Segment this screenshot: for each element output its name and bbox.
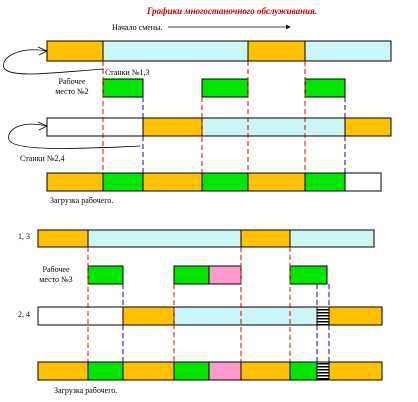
segment-manual xyxy=(122,306,175,326)
segment-manual xyxy=(142,117,203,137)
segment-worker xyxy=(304,78,346,98)
segment-idle xyxy=(344,172,382,192)
segment-auto xyxy=(201,117,346,137)
segment-manual xyxy=(240,229,291,248)
pointer-curve xyxy=(8,123,141,149)
segment-worker xyxy=(102,78,144,98)
workplace-3-label-line2: место №3 xyxy=(39,275,72,284)
segment-wait-hatched xyxy=(316,306,330,326)
chart-title: Графики многостаночного обслуживания. xyxy=(146,6,317,16)
top-red-dividers xyxy=(102,61,306,173)
shift-start-label: Начало смены. xyxy=(112,23,162,32)
bottom-blue-dividers xyxy=(122,284,330,362)
segment-auto xyxy=(102,40,249,62)
segment-manual xyxy=(240,361,291,381)
segment-auto xyxy=(87,229,242,248)
worker-load-label-2: Загрузка рабочего. xyxy=(54,386,117,395)
machines-2-4-bar xyxy=(46,117,392,137)
pointer-arrowhead xyxy=(37,121,48,131)
segment-auto xyxy=(289,229,375,248)
segment-manual xyxy=(142,172,203,192)
segment-manual xyxy=(122,361,175,381)
workplace-3-label-line1: Рабочее xyxy=(43,265,70,274)
segment-manual xyxy=(247,40,306,62)
workplace-3-bar xyxy=(87,265,328,285)
segment-manual xyxy=(37,361,89,381)
row-2-4-bar xyxy=(37,306,383,326)
segment-manual xyxy=(37,229,89,248)
segment-manual xyxy=(344,117,392,137)
pointer-arrowhead xyxy=(37,46,48,56)
row-1-3-bar xyxy=(37,229,375,248)
segment-worker xyxy=(173,361,210,381)
segment-worker xyxy=(304,172,346,192)
segment-idle xyxy=(46,117,144,137)
segment-auto xyxy=(304,40,392,62)
segment-worker xyxy=(173,265,210,285)
row-2-4-label: 2, 4 xyxy=(18,310,30,319)
segment-worker xyxy=(289,265,328,285)
segment-extra xyxy=(208,265,242,285)
segment-idle xyxy=(37,306,124,326)
segment-manual xyxy=(46,172,104,192)
segment-worker xyxy=(87,265,124,285)
pointer-curve xyxy=(3,49,105,75)
segment-worker xyxy=(201,78,249,98)
segment-worker xyxy=(102,172,144,192)
segment-worker xyxy=(289,361,318,381)
machines-1-3-label: Станки №1,3 xyxy=(105,68,149,77)
worker-load-bar-1 xyxy=(46,172,382,192)
segment-worker xyxy=(201,172,249,192)
worker-load-label-1: Загрузка рабочего. xyxy=(50,196,113,205)
row-1-3-label: 1, 3 xyxy=(18,232,30,241)
segment-wait-hatched xyxy=(316,361,330,381)
segment-manual xyxy=(328,306,383,326)
bottom-red-dividers xyxy=(87,247,291,362)
segment-extra xyxy=(208,361,242,381)
segment-worker xyxy=(87,361,124,381)
machines-1-3-bar xyxy=(46,40,392,62)
segment-manual xyxy=(247,172,306,192)
machines-2-4-label: Станки №2,4 xyxy=(20,154,64,163)
workplace-2-label-line1: Рабочее xyxy=(59,77,86,86)
segment-manual xyxy=(328,361,383,381)
segment-manual xyxy=(46,40,104,62)
workplace-2-bar xyxy=(102,78,346,98)
segment-auto xyxy=(173,306,318,326)
worker-load-bar-2 xyxy=(37,361,383,381)
workplace-2-label-line2: место №2 xyxy=(55,87,88,96)
top-blue-dividers xyxy=(142,97,346,173)
